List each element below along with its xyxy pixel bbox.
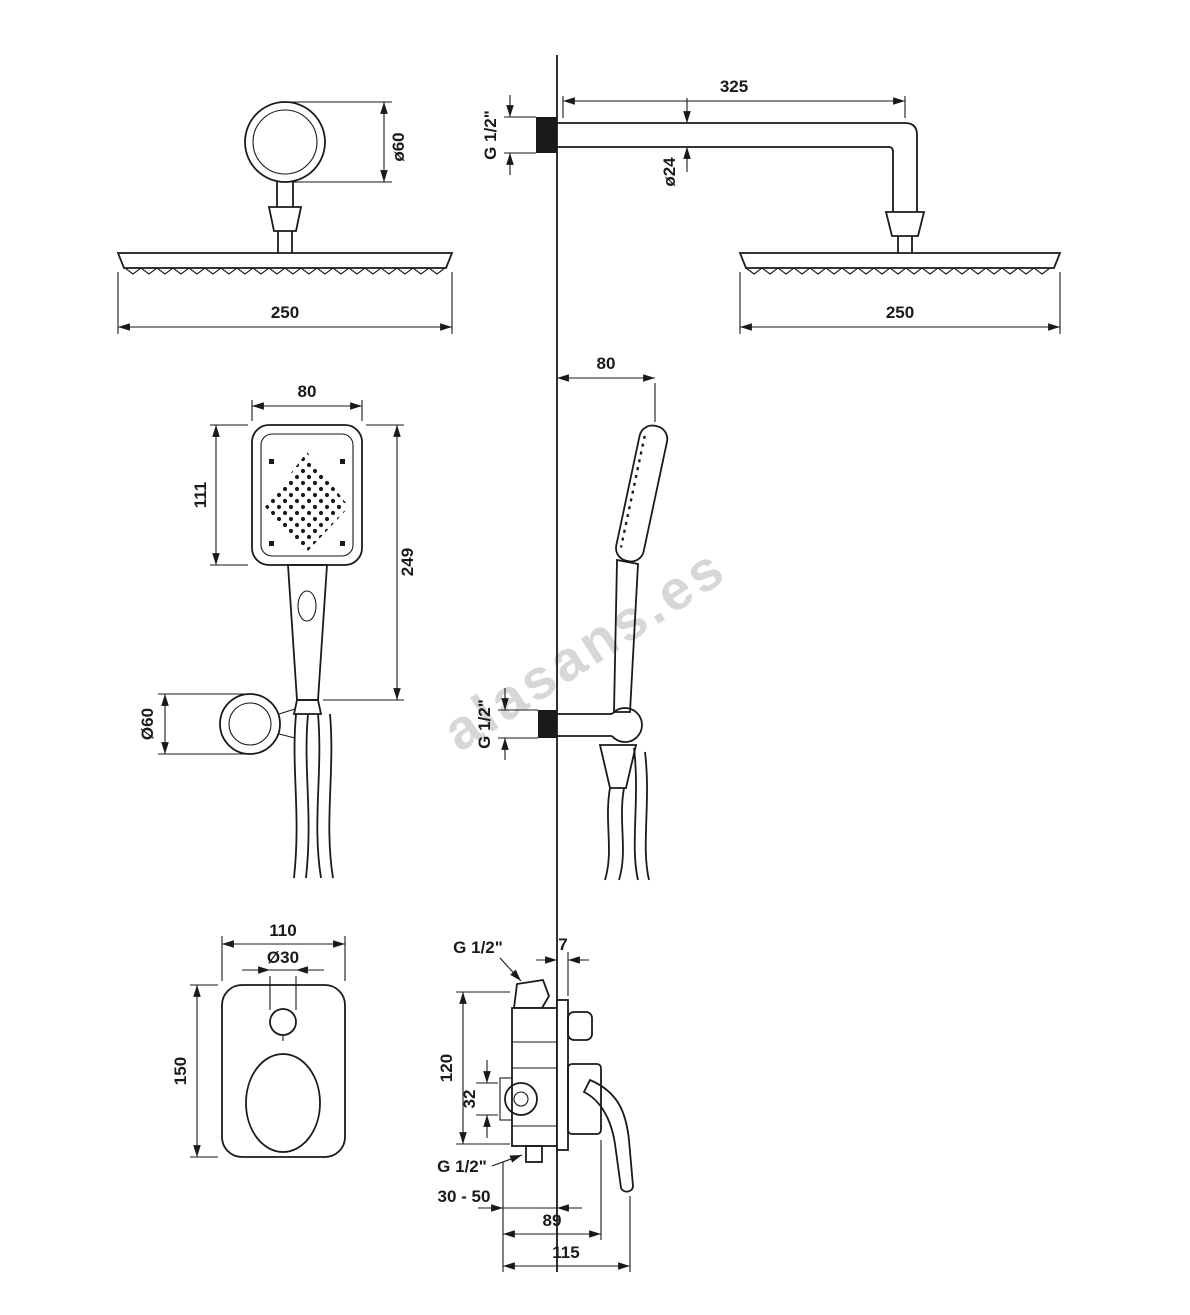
mixer-handle-front [245,1053,321,1153]
handle-logo-slot [297,590,317,622]
trim-plate-side [556,999,569,1151]
dim-label-arm-pipe-dia: ø24 [660,157,679,187]
dim-overhead-side-width: 250 [739,272,1061,334]
dim-label-mixer-plate-width: 110 [269,921,296,940]
mixer-side-port [504,1082,538,1116]
mixer-valve-body [511,1007,558,1147]
arm-cone-fitting [267,206,303,232]
dim-label-holder-dia: Ø60 [138,708,157,740]
mixer-lever-handle-side [582,1078,634,1193]
dim-holder-diameter: Ø60 [138,693,245,755]
dim-handshower-wall-offset: 80 [557,354,656,422]
dim-label-mixer-top-thread: G 1/2" [453,938,503,957]
dim-label-mixer-plate-height: 150 [171,1057,190,1085]
dim-label-handshower-width: 80 [298,382,317,401]
dim-label-overhead-mount-dia: ø60 [389,132,408,161]
overhead-shower-side-view: 325 G 1/2" ø24 250 [481,77,1062,334]
dim-label-arm-length: 325 [720,77,748,96]
mixer-side-view: G 1/2" 7 120 32 G 1/2" [437,935,634,1272]
dim-label-wall-depth-range: 30 - 50 [438,1187,491,1206]
dim-overhead-mount-diameter: ø60 [291,101,408,183]
dim-mixer-hole-diameter: Ø30 [242,948,324,1010]
dim-arm-pipe-diameter: ø24 [660,98,691,187]
dim-label-depth-115: 115 [552,1243,579,1262]
wall-mount-escutcheon [244,101,326,183]
dim-label-overhead-side-width: 250 [886,303,914,322]
dim-mixer-plate-height: 150 [171,984,218,1158]
shower-hose-side [604,747,650,881]
handshower-side-view: G 1/2" [475,424,669,881]
arm-elbow-fitting [884,211,926,237]
holder-wall-block [538,710,557,738]
rain-head-front [116,252,454,269]
dim-depth-89: 89 [503,1140,602,1240]
handshower-handle-side [613,558,639,713]
mixer-bottom-port [525,1145,543,1163]
dim-label-handshower-wall-offset: 80 [597,354,616,373]
spray-nozzle-pattern [265,452,349,552]
dim-overhead-front-width: 250 [117,272,453,334]
dim-label-arm-thread: G 1/2" [481,110,500,160]
dim-label-mixer-outlet-offset: 32 [460,1090,479,1109]
rain-head-side-nozzles [745,267,1051,275]
spray-face-side [619,435,646,548]
dim-mixer-plate-gap: 7 [536,935,589,996]
hose-connector-cone [292,699,323,715]
hose-cone-side [598,744,638,789]
dim-label-depth-89: 89 [543,1211,562,1230]
handshower-head-side [615,424,669,563]
rain-head-side [738,252,1062,269]
overhead-shower-front-view: ø60 250 [116,101,454,334]
dim-wall-depth-range: 30 - 50 [438,1162,582,1272]
holder-clamp [611,707,643,743]
dim-label-handshower-total-length: 249 [398,548,417,576]
dim-label-mixer-plate-gap: 7 [558,935,567,954]
mixer-front-view: 110 Ø30 150 [171,921,346,1158]
dim-label-mixer-body-height: 120 [437,1054,456,1082]
handshower-holder [219,693,281,755]
dim-mixer-plate-width: 110 [221,921,346,981]
handshower-handle [287,564,328,701]
shower-hose-front [293,713,334,879]
dim-handshower-total-length: 249 [323,424,417,701]
dim-label-overhead-front-width: 250 [271,303,299,322]
dim-depth-115: 115 [503,1196,631,1272]
dim-holder-thread: G 1/2" [475,688,538,760]
mixer-rear-port [499,1077,513,1121]
dim-label-holder-thread: G 1/2" [475,699,494,749]
handshower-front-view: 80 111 [138,382,417,879]
dim-mixer-body-height: 120 [437,991,510,1145]
dim-mixer-top-thread: G 1/2" [453,938,522,982]
dim-mixer-bottom-thread: G 1/2" [437,1154,523,1176]
dim-label-handshower-head-height: 111 [191,482,210,509]
wall-connection-block [536,117,557,153]
diverter-hole [269,1008,297,1036]
dim-label-mixer-hole-dia: Ø30 [267,948,299,967]
diverter-knob-side [567,1011,593,1041]
cartridge-housing-side [567,1063,602,1135]
rain-head-nozzles [124,267,446,275]
dim-label-mixer-bottom-thread: G 1/2" [437,1157,487,1176]
mixer-trim-plate [221,984,346,1158]
mixer-top-port [512,978,550,1009]
dim-handshower-width: 80 [251,382,363,421]
dim-arm-thread: G 1/2" [481,95,536,175]
dim-mixer-outlet-offset: 32 [460,1060,498,1138]
dim-handshower-head-height: 111 [191,424,248,566]
dim-arm-length: 325 [562,77,906,118]
